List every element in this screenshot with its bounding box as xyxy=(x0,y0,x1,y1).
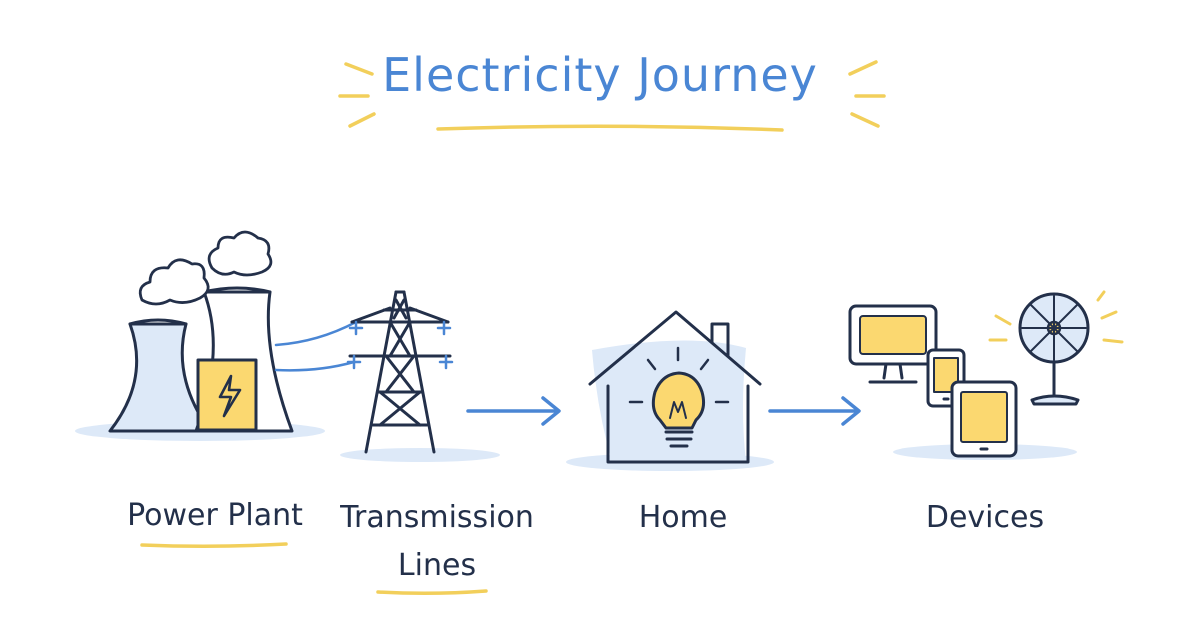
house-lightbulb-icon xyxy=(566,310,774,471)
devices-icon xyxy=(848,290,1124,460)
lightning-bolt-icon xyxy=(218,374,242,418)
transmission-underline xyxy=(376,589,488,596)
arrow-right-icon xyxy=(466,396,561,426)
arrow-right-icon xyxy=(768,396,861,426)
pylon-icon xyxy=(340,290,500,462)
diagram-title: Electricity Journey xyxy=(382,48,818,102)
cooling-towers-icon xyxy=(75,230,358,441)
title-sparkles-icon xyxy=(338,60,886,128)
label-devices: Devices xyxy=(925,500,1045,535)
label-power-plant: Power Plant xyxy=(127,498,303,533)
label-transmission-line2: Lines xyxy=(397,548,477,583)
power-plant-underline xyxy=(140,542,288,549)
tablet-icon xyxy=(950,380,1018,458)
label-home: Home xyxy=(638,500,728,535)
label-transmission-line1: Transmission xyxy=(340,500,534,535)
title-underline xyxy=(436,124,784,132)
fan-icon xyxy=(988,290,1124,406)
monitor-icon xyxy=(848,304,938,384)
